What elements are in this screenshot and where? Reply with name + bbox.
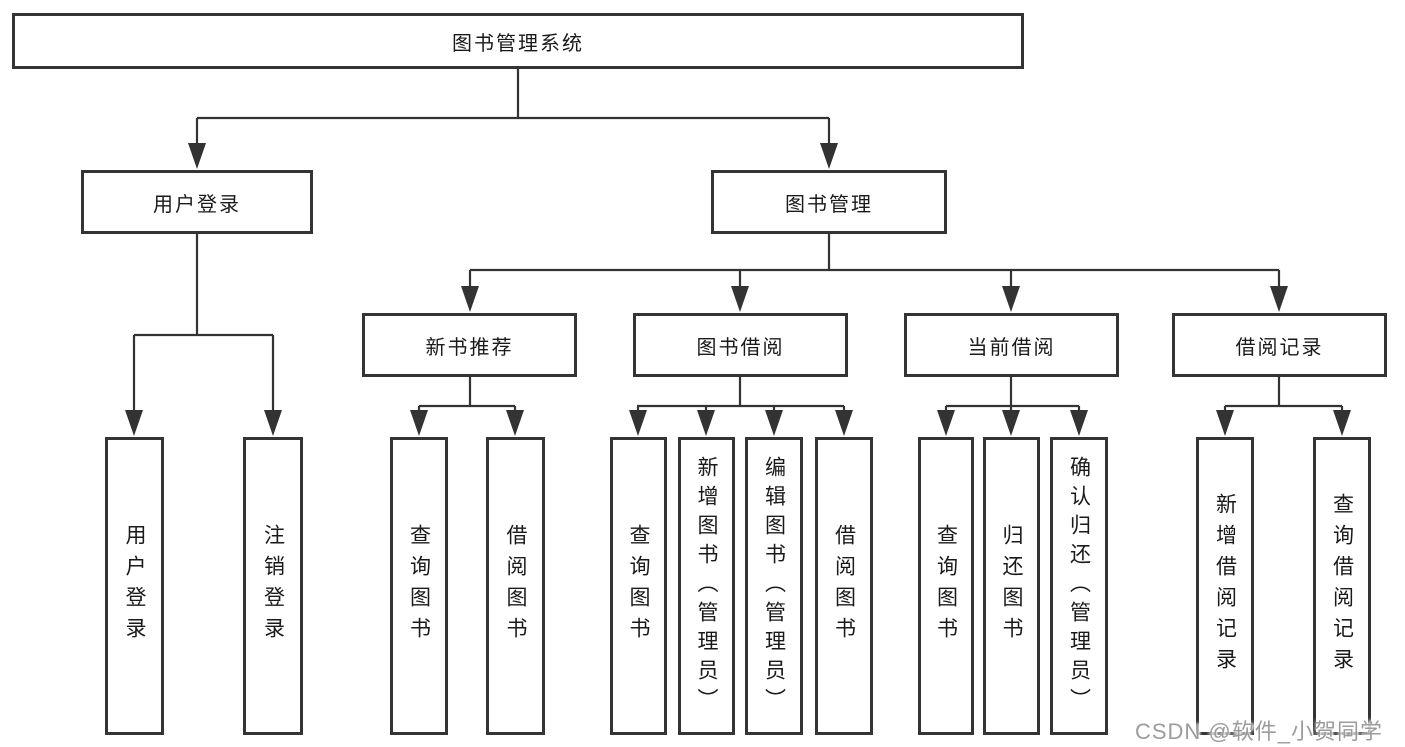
leaf-borrow-books-recommend-label: 借阅图书 <box>504 524 527 648</box>
leaf-query-books-current: 查询图书 <box>918 437 974 735</box>
node-book-borrow: 图书借阅 <box>633 313 848 377</box>
node-new-book-recommend-label: 新书推荐 <box>425 336 514 359</box>
leaf-query-books-recommend-label: 查询图书 <box>407 524 431 648</box>
leaf-borrow-books: 借阅图书 <box>815 437 873 735</box>
leaf-query-books-borrow-label: 查询图书 <box>627 524 650 648</box>
node-user-login: 用户登录 <box>81 170 313 234</box>
leaf-query-borrow-record-label: 查询借阅记录 <box>1330 493 1354 679</box>
elbow-connectors <box>132 69 1344 412</box>
leaf-user-login-label: 用户登录 <box>123 524 146 648</box>
leaf-query-borrow-record: 查询借阅记录 <box>1313 437 1371 735</box>
leaf-confirm-return-admin: 确认归还（管理员） <box>1050 437 1108 735</box>
node-borrow-records: 借阅记录 <box>1172 313 1387 377</box>
node-book-borrow-label: 图书借阅 <box>696 336 785 359</box>
leaf-query-books-recommend: 查询图书 <box>390 437 448 735</box>
leaf-add-books-admin-label: 新增图书（管理员） <box>695 455 718 717</box>
leaf-confirm-return-admin-label: 确认归还（管理员） <box>1067 455 1091 717</box>
leaf-add-borrow-record: 新增借阅记录 <box>1196 437 1254 735</box>
node-book-management: 图书管理 <box>711 170 947 234</box>
leaf-edit-books-admin-label: 编辑图书（管理员） <box>762 455 786 717</box>
node-root-label: 图书管理系统 <box>452 32 584 55</box>
node-user-login-label: 用户登录 <box>153 193 241 216</box>
node-root: 图书管理系统 <box>12 13 1024 69</box>
leaf-borrow-books-label: 借阅图书 <box>832 524 856 648</box>
leaf-borrow-books-recommend: 借阅图书 <box>486 437 545 735</box>
leaf-logout: 注销登录 <box>243 437 303 735</box>
leaf-edit-books-admin: 编辑图书（管理员） <box>745 437 803 735</box>
leaf-query-books-current-label: 查询图书 <box>934 524 958 648</box>
node-borrow-records-label: 借阅记录 <box>1235 336 1324 359</box>
leaf-add-borrow-record-label: 新增借阅记录 <box>1213 493 1237 679</box>
node-current-borrow-label: 当前借阅 <box>967 336 1056 359</box>
leaf-add-books-admin: 新增图书（管理员） <box>678 437 735 735</box>
csdn-watermark: CSDN @软件_小贺同学 <box>1134 719 1383 744</box>
node-book-management-label: 图书管理 <box>785 193 873 216</box>
leaf-return-books: 归还图书 <box>983 437 1040 735</box>
arrowheads <box>125 143 1351 436</box>
node-new-book-recommend: 新书推荐 <box>362 313 577 377</box>
leaf-query-books-borrow: 查询图书 <box>610 437 667 735</box>
leaf-return-books-label: 归还图书 <box>1000 524 1023 648</box>
leaf-user-login: 用户登录 <box>105 437 164 735</box>
leaf-logout-label: 注销登录 <box>261 524 285 648</box>
node-current-borrow: 当前借阅 <box>904 313 1119 377</box>
